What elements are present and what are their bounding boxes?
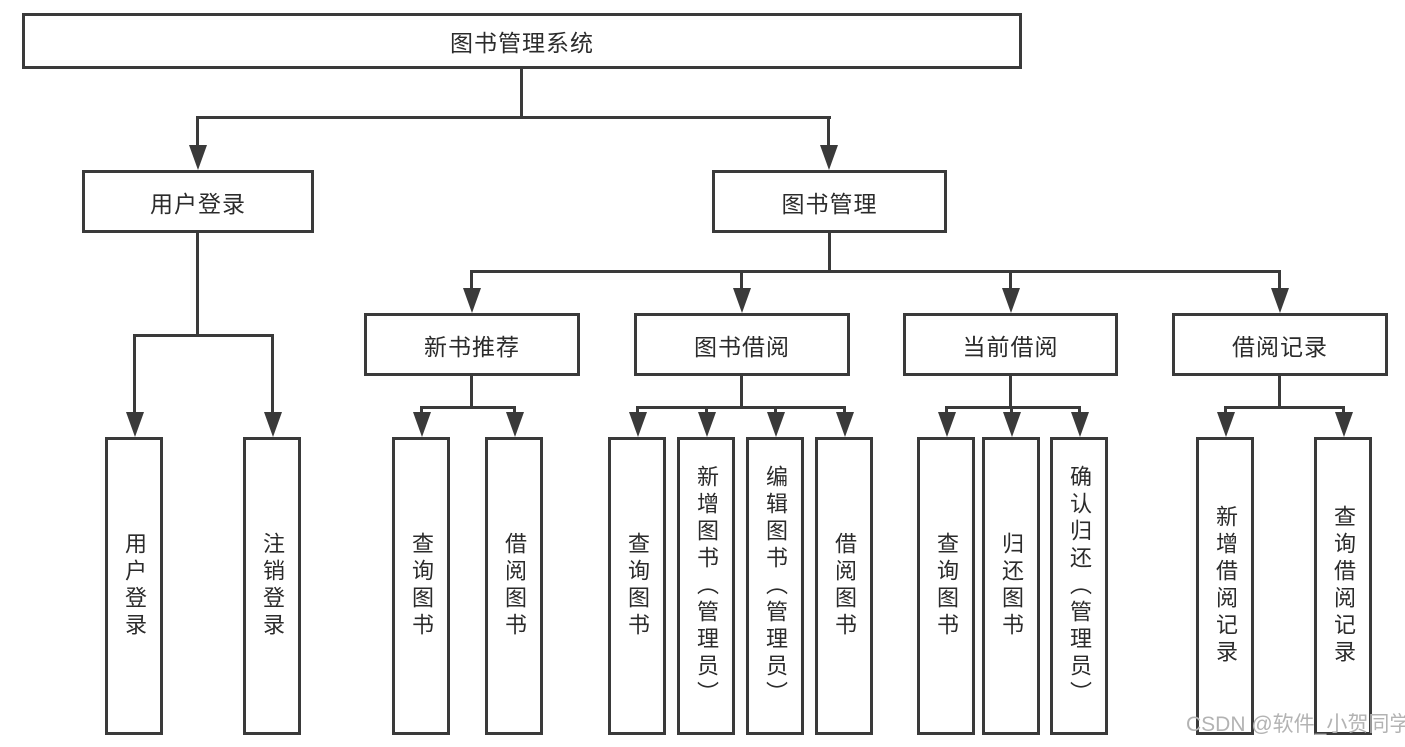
connector-borrow-records-stem bbox=[1278, 376, 1281, 409]
connector-root-stem bbox=[520, 69, 523, 116]
arrow-down-leaf-user-login bbox=[126, 334, 144, 437]
watermark: CSDN @软件_小贺同学 bbox=[1186, 713, 1405, 736]
arrow-down-user-login bbox=[189, 116, 207, 170]
arrow-down-leaf bbox=[938, 406, 956, 437]
arrow-down-leaf bbox=[767, 406, 785, 437]
arrow-down-leaf bbox=[1071, 406, 1089, 437]
leaf-label: 归还图书 bbox=[999, 532, 1024, 640]
connector-user-login-hline bbox=[133, 334, 274, 337]
node-label: 图书借阅 bbox=[694, 333, 790, 360]
connector-root-hline bbox=[196, 116, 831, 119]
leaf-label: 查询图书 bbox=[409, 532, 434, 640]
connector-new-book-rec-hline bbox=[420, 406, 516, 409]
leaf-label: 查询图书 bbox=[625, 532, 650, 640]
connector-new-book-rec-stem bbox=[470, 376, 473, 409]
arrow-down-leaf bbox=[413, 406, 431, 437]
node-label: 当前借阅 bbox=[962, 333, 1059, 360]
leaf-label: 查询借阅记录 bbox=[1331, 505, 1356, 667]
arrow-down-leaf bbox=[836, 406, 854, 437]
leaf-logout: 注销登录 bbox=[243, 437, 301, 735]
leaf-borrow-books: 借阅图书 bbox=[815, 437, 873, 735]
leaf-query-books-rec: 查询图书 bbox=[392, 437, 450, 735]
connector-book-mgmt-hline bbox=[471, 270, 1281, 273]
connector-user-login-stem bbox=[196, 233, 199, 337]
leaf-add-borrow-record: 新增借阅记录 bbox=[1196, 437, 1254, 735]
leaf-label: 查询图书 bbox=[934, 532, 959, 640]
node-new-book-rec: 新书推荐 bbox=[364, 313, 580, 376]
leaf-label: 借阅图书 bbox=[832, 532, 857, 640]
leaf-label: 用户登录 bbox=[122, 532, 147, 640]
arrow-down-leaf bbox=[506, 406, 524, 437]
node-book-mgmt: 图书管理 bbox=[712, 170, 947, 233]
arrow-down-leaf bbox=[629, 406, 647, 437]
leaf-edit-book-admin: 编辑图书（管理员） bbox=[746, 437, 804, 735]
node-label: 新书推荐 bbox=[424, 333, 520, 360]
node-label: 用户登录 bbox=[150, 190, 246, 217]
leaf-query-books-borrow: 查询图书 bbox=[608, 437, 666, 735]
leaf-borrow-books-rec: 借阅图书 bbox=[485, 437, 543, 735]
node-root: 图书管理系统 bbox=[22, 13, 1022, 69]
node-label: 借阅记录 bbox=[1232, 333, 1328, 360]
leaf-label: 确认归还（管理员） bbox=[1067, 464, 1092, 708]
leaf-query-books-current: 查询图书 bbox=[917, 437, 975, 735]
arrow-down-leaf bbox=[1217, 406, 1235, 437]
connector-current-borrow-hline bbox=[945, 406, 1081, 409]
arrow-down-book-borrow bbox=[733, 270, 751, 313]
leaf-add-book-admin: 新增图书（管理员） bbox=[677, 437, 735, 735]
leaf-return-books: 归还图书 bbox=[982, 437, 1040, 735]
node-book-borrow: 图书借阅 bbox=[634, 313, 850, 376]
arrow-down-borrow-records bbox=[1271, 270, 1289, 313]
connector-current-borrow-stem bbox=[1009, 376, 1012, 409]
arrow-down-leaf bbox=[1003, 406, 1021, 437]
arrow-down-book-mgmt bbox=[820, 116, 838, 170]
connector-borrow-records-hline bbox=[1224, 406, 1345, 409]
leaf-label: 编辑图书（管理员） bbox=[763, 464, 788, 708]
leaf-label: 借阅图书 bbox=[502, 532, 527, 640]
node-borrow-records: 借阅记录 bbox=[1172, 313, 1388, 376]
arrow-down-new-book-rec bbox=[463, 270, 481, 313]
leaf-user-login: 用户登录 bbox=[105, 437, 163, 735]
leaf-label: 新增图书（管理员） bbox=[694, 464, 719, 708]
leaf-query-borrow-record: 查询借阅记录 bbox=[1314, 437, 1372, 735]
leaf-label: 注销登录 bbox=[260, 532, 285, 640]
leaf-confirm-return-admin: 确认归还（管理员） bbox=[1050, 437, 1108, 735]
node-current-borrow: 当前借阅 bbox=[903, 313, 1118, 376]
connector-book-mgmt-stem bbox=[828, 233, 831, 273]
arrow-down-current-borrow bbox=[1002, 270, 1020, 313]
connector-book-borrow-hline bbox=[636, 406, 846, 409]
node-label: 图书管理 bbox=[781, 190, 878, 217]
leaf-label: 新增借阅记录 bbox=[1213, 505, 1238, 667]
arrow-down-leaf bbox=[698, 406, 716, 437]
node-label: 图书管理系统 bbox=[450, 30, 594, 56]
arrow-down-leaf bbox=[1335, 406, 1353, 437]
node-user-login: 用户登录 bbox=[82, 170, 314, 233]
arrow-down-leaf-logout bbox=[264, 334, 282, 437]
connector-book-borrow-stem bbox=[740, 376, 743, 409]
